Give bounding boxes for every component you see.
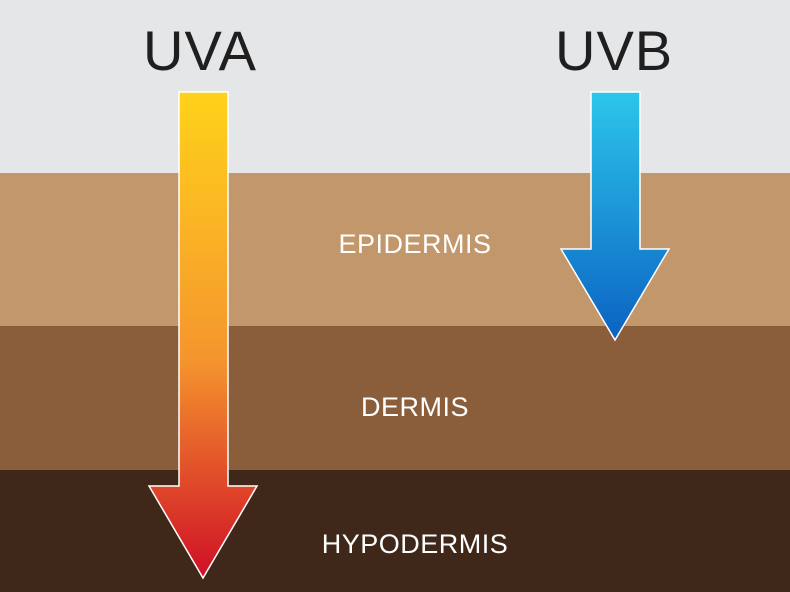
hypodermis-band (0, 470, 790, 592)
dermis-band (0, 326, 790, 470)
uva-arrow (147, 91, 259, 580)
hypodermis-label: HYPODERMIS (321, 529, 509, 559)
uva-title: UVA (143, 19, 257, 82)
epidermis-label: EPIDERMIS (338, 229, 492, 259)
sky-band (0, 0, 790, 173)
uvb-arrow (559, 91, 671, 342)
uvb-title: UVB (555, 19, 674, 82)
dermis-label: DERMIS (360, 392, 469, 422)
